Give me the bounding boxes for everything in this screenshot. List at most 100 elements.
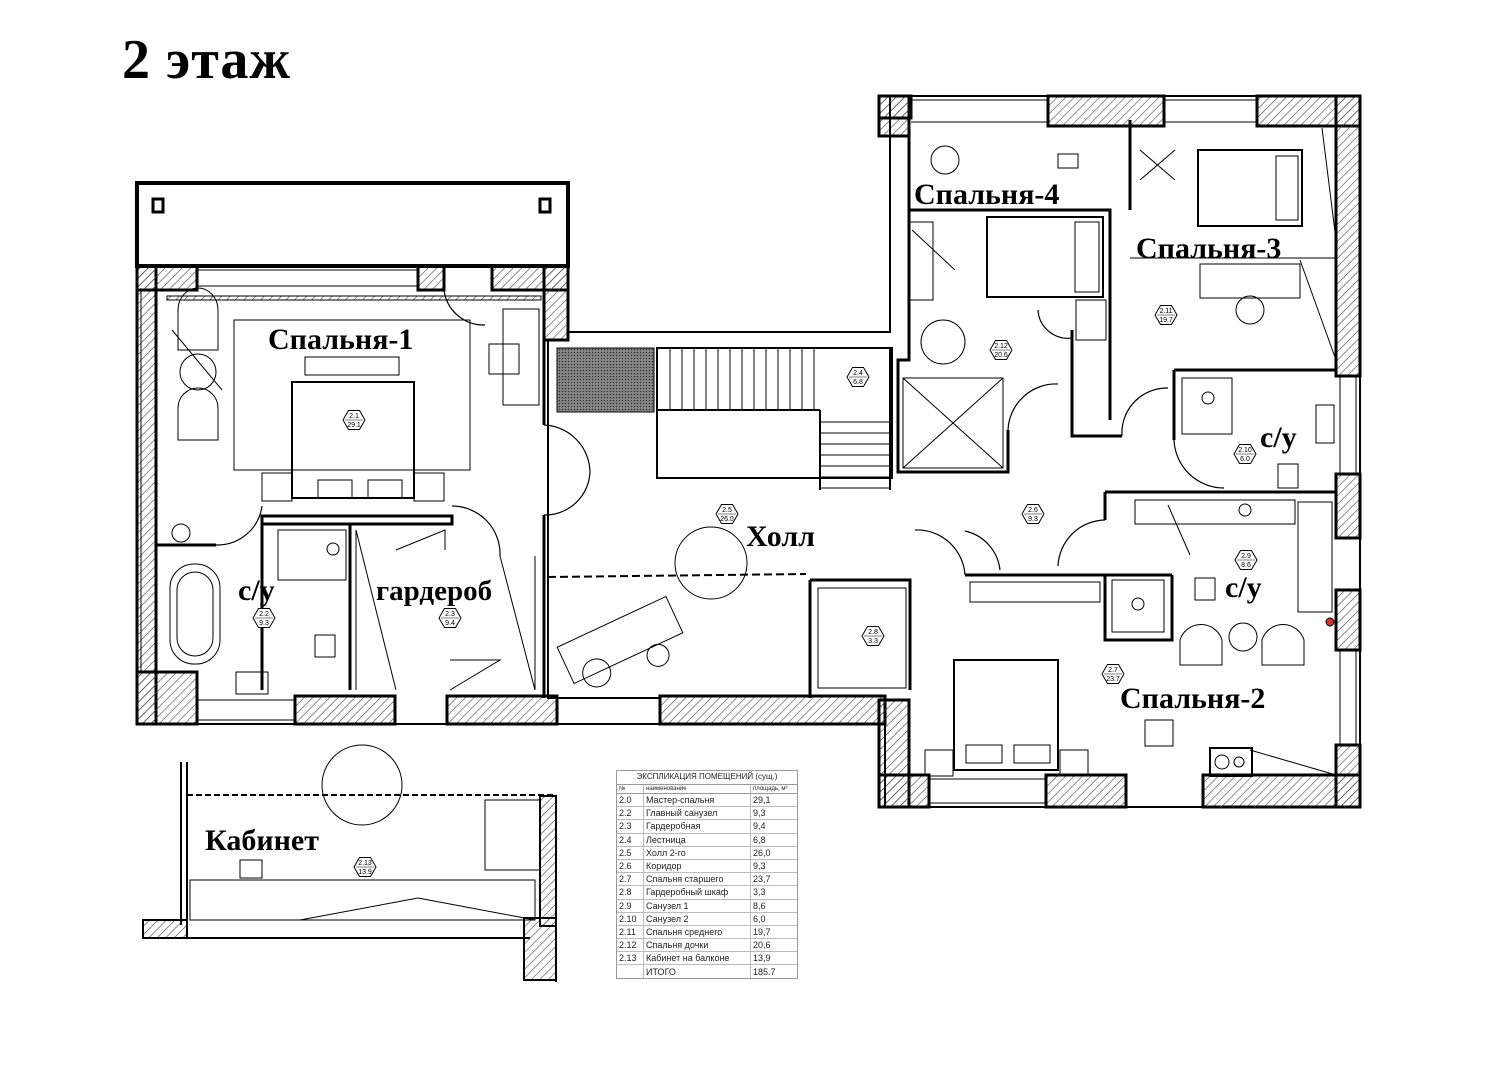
row-name: ИТОГО xyxy=(646,966,676,977)
room-tag-id: 2.8 xyxy=(868,629,878,636)
label-bedroom-1: Спальня-1 xyxy=(268,323,413,356)
room-tag: 2.11 19.7 xyxy=(1154,305,1178,325)
row-area: 6,8 xyxy=(750,833,797,847)
room-tag: 2.10 6.0 xyxy=(1233,444,1257,464)
explication-caption: ЭКСПЛИКАЦИЯ ПОМЕЩЕНИЙ (сущ.) xyxy=(617,771,797,785)
row-area: 19,7 xyxy=(750,925,797,940)
row-name: Гардеробная xyxy=(643,819,751,834)
office-fragment xyxy=(142,744,557,982)
room-tag-id: 2.3 xyxy=(445,611,455,618)
row-area: 3,3 xyxy=(750,885,797,900)
label-office: Кабинет xyxy=(205,824,319,857)
row-number: 2.5 xyxy=(617,846,644,860)
room-tag: 2.83.3 xyxy=(861,626,885,646)
room-tag-id: 2.12 xyxy=(994,343,1008,350)
room-tags: 2.129.12.29.32.39.42.46.82.526.02.69.32.… xyxy=(252,305,1258,877)
room-tag-area: 9.3 xyxy=(1028,516,1038,523)
label-wardrobe: гардероб xyxy=(376,575,492,607)
row-number: 2.3 xyxy=(617,819,644,834)
label-bedroom-2: Спальня-2 xyxy=(1120,682,1265,715)
doors xyxy=(215,289,1225,576)
row-name: Холл 2-го xyxy=(643,846,751,860)
row-number: 2.8 xyxy=(617,885,644,900)
room-tag-id: 2.9 xyxy=(1241,553,1251,560)
room-tag-id: 2.11 xyxy=(1159,308,1172,315)
explication-table: ЭКСПЛИКАЦИЯ ПОМЕЩЕНИЙ (сущ.) № наименова… xyxy=(616,770,798,979)
row-area: 29,1 xyxy=(750,793,797,808)
room-tag-id: 2.2 xyxy=(259,611,269,618)
row-name: Коридор xyxy=(643,859,751,874)
table-row: ИТОГО 185.7 xyxy=(617,964,797,978)
room-tag: 2.7 23.7 xyxy=(1101,664,1125,684)
row-number: 2.6 xyxy=(617,859,644,874)
row-name: Спальня среднего xyxy=(643,925,751,940)
row-number: 2.10 xyxy=(617,912,644,926)
outer-outline xyxy=(137,95,1361,808)
row-number: 2.9 xyxy=(617,899,644,913)
balcony-top xyxy=(135,181,570,268)
header-number: № xyxy=(617,785,644,794)
label-bath-a: с/у xyxy=(1260,421,1297,454)
row-name: Кабинет на балконе xyxy=(643,951,751,966)
interior-walls xyxy=(156,120,1336,698)
label-bath-b: с/у xyxy=(1225,571,1262,604)
row-area: 26,0 xyxy=(750,846,797,860)
room-tag-area: 3.3 xyxy=(868,638,878,645)
furniture xyxy=(166,127,1337,777)
room-tag: 2.39.4 xyxy=(438,608,462,628)
header-name: наименование xyxy=(643,785,751,794)
row-area: 9,4 xyxy=(750,819,797,834)
row-number: 2.11 xyxy=(617,925,644,940)
room-tag-id: 2.13 xyxy=(358,860,372,867)
room-tag-id: 2.1 xyxy=(349,413,359,420)
room-tag: 2.98.6 xyxy=(1234,550,1258,570)
header-area: площадь, м² xyxy=(750,785,797,794)
room-tag-area: 29.1 xyxy=(347,422,361,429)
room-tag-area: 6.0 xyxy=(1240,456,1250,463)
row-name: Гардеробный шкаф xyxy=(643,885,751,900)
room-tag-area: 13.9 xyxy=(358,869,372,876)
room-tag-id: 2.7 xyxy=(1108,667,1118,674)
row-number: 2.13 xyxy=(617,951,644,966)
row-area: 185.7 xyxy=(750,964,797,978)
room-tag-id: 2.10 xyxy=(1238,447,1252,454)
room-tag-area: 19.7 xyxy=(1159,317,1173,324)
room-tag-area: 20.6 xyxy=(994,352,1008,359)
staircase xyxy=(556,347,893,490)
row-name: Лестница xyxy=(643,833,751,847)
row-area: 13,9 xyxy=(750,951,797,966)
label-hall: Холл xyxy=(746,520,815,553)
row-name: Спальня старшего xyxy=(643,872,751,887)
room-labels: Спальня-1 с/у гардероб Холл Спальня-4 Сп… xyxy=(205,178,1297,857)
room-tag-area: 26.0 xyxy=(720,516,734,523)
row-number: 2.12 xyxy=(617,938,644,953)
room-tag: 2.46.8 xyxy=(846,367,870,387)
label-bedroom-4: Спальня-4 xyxy=(914,178,1059,211)
room-tag-area: 9.3 xyxy=(259,620,269,627)
room-tag: 2.69.3 xyxy=(1021,504,1045,524)
room-tag-area: 23.7 xyxy=(1106,676,1120,683)
label-bath-1: с/у xyxy=(238,574,275,607)
room-tag: 2.526.0 xyxy=(715,504,739,524)
room-tag: 2.13 13.9 xyxy=(353,857,377,877)
room-tag-id: 2.4 xyxy=(853,370,863,377)
room-tag-area: 9.4 xyxy=(445,620,455,627)
row-name: Санузел 1 xyxy=(643,899,751,913)
row-area: 8,6 xyxy=(750,899,797,913)
row-area: 9,3 xyxy=(750,806,797,821)
row-number: 2.0 xyxy=(617,793,644,808)
row-number xyxy=(617,964,644,978)
row-number: 2.2 xyxy=(617,806,644,821)
floor-title: 2 этаж xyxy=(122,29,291,91)
room-tag: 2.29.3 xyxy=(252,608,276,628)
row-area: 20,6 xyxy=(750,938,797,953)
